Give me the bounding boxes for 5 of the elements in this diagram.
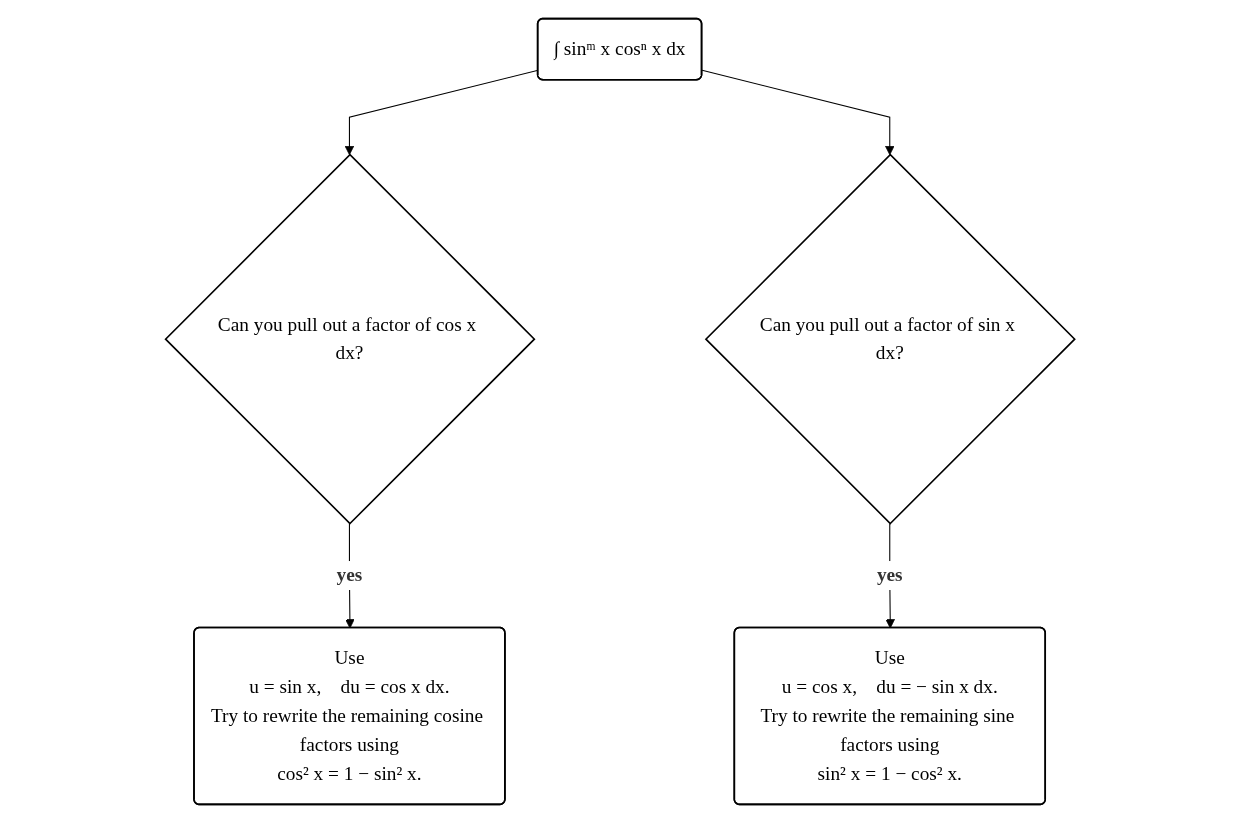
arrow [701, 69, 895, 156]
node-diamond: Can you pull out a factor of cos x dx? [164, 153, 536, 525]
edge-label: yes [336, 564, 363, 586]
node-diamond: Can you pull out a factor of sin x dx? [705, 153, 1077, 525]
edge-label: yes [877, 564, 903, 586]
